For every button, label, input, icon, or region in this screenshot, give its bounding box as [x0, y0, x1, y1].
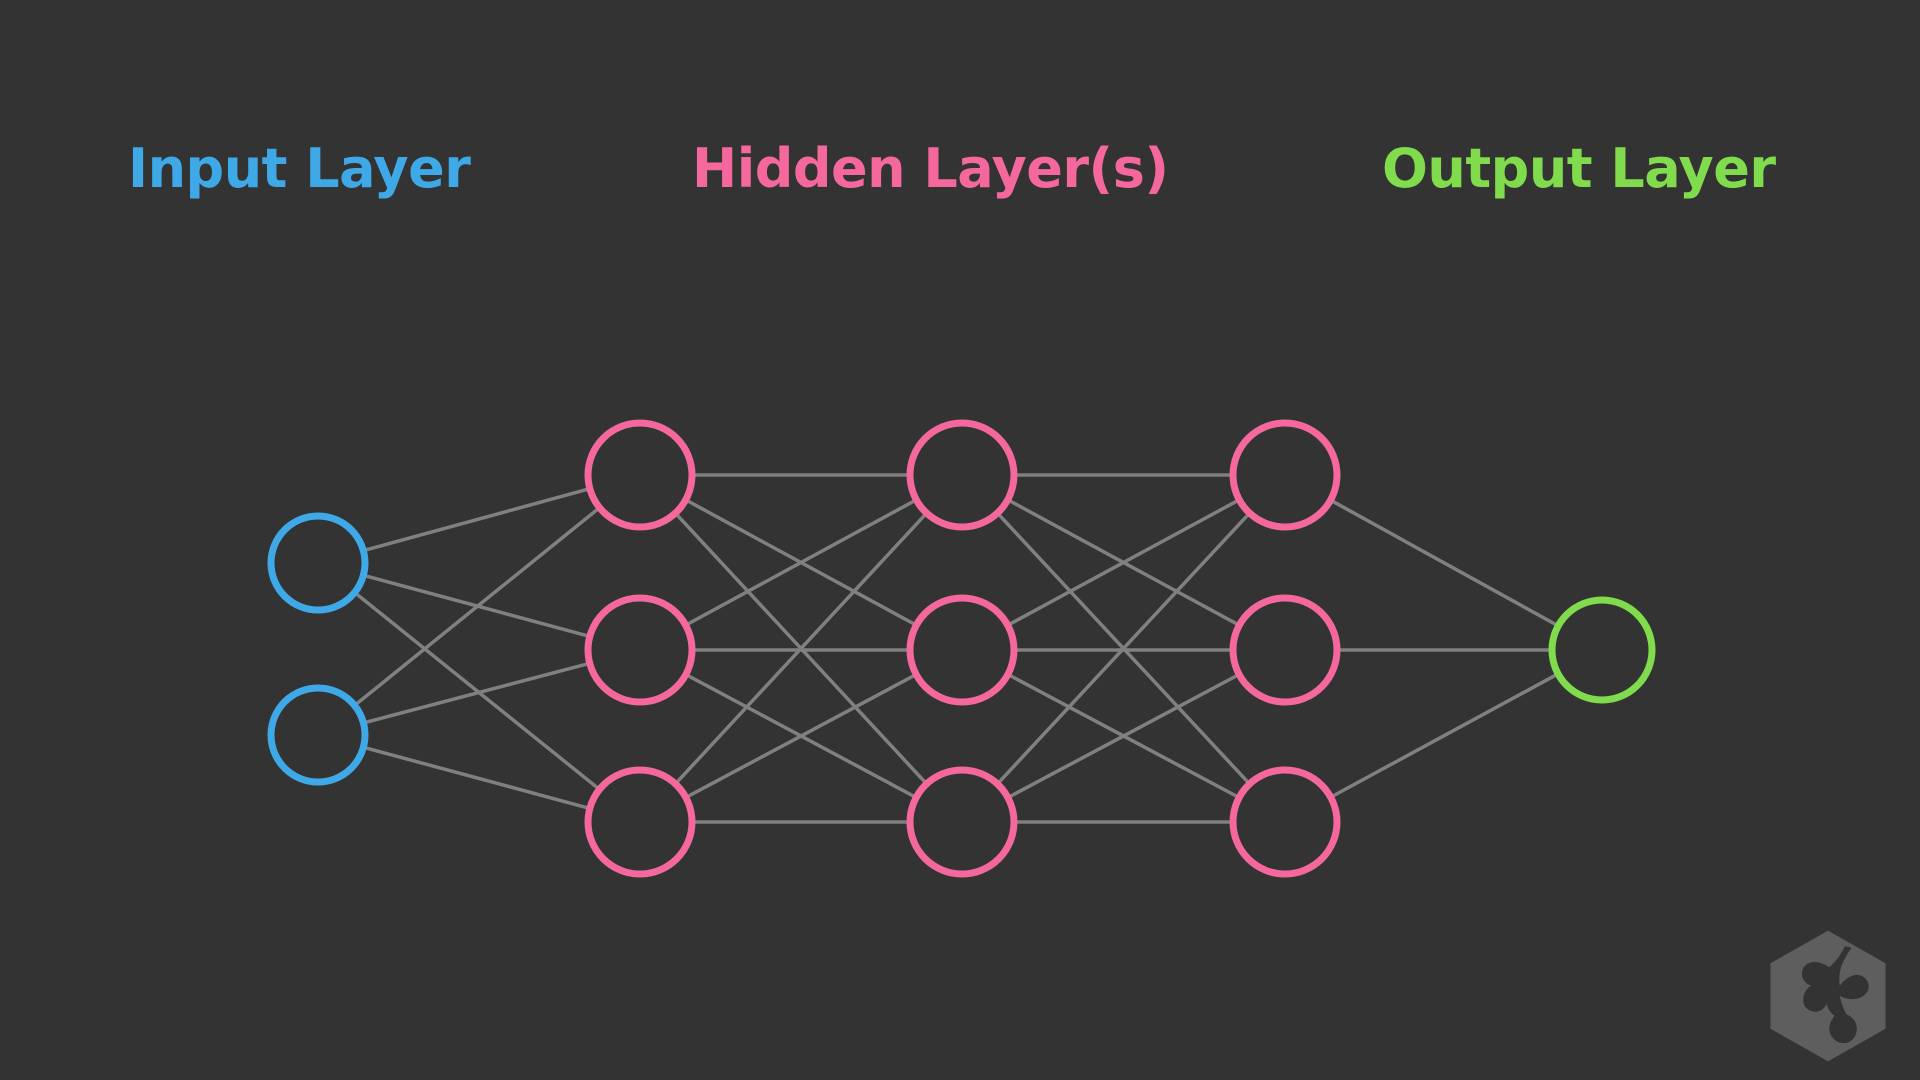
network-edge — [997, 513, 1250, 784]
network-edge — [354, 507, 600, 706]
network-edge — [364, 662, 590, 725]
edges-group — [354, 473, 1558, 824]
neuron-node-i1[interactable] — [267, 512, 369, 614]
network-edge — [363, 487, 590, 552]
network-edge — [686, 499, 916, 626]
network-edge — [364, 746, 590, 810]
network-edge — [354, 592, 600, 790]
neuron-node-o1[interactable] — [1548, 596, 1656, 704]
neuron-node-h3_3[interactable] — [1229, 766, 1341, 878]
nodes-group — [267, 419, 1656, 878]
network-edge — [1330, 499, 1558, 627]
network-edge — [1331, 673, 1558, 798]
network-edge — [1008, 499, 1239, 626]
neuron-node-h1_1[interactable] — [584, 419, 696, 531]
neuron-node-h1_2[interactable] — [584, 594, 696, 706]
neuron-node-h2_1[interactable] — [906, 419, 1018, 531]
output-layer-label: Output Layer — [1382, 137, 1776, 200]
hexagon-neuron-logo-icon — [1770, 930, 1886, 1062]
neuron-node-h1_3[interactable] — [584, 766, 696, 878]
input-layer-label: Input Layer — [128, 137, 471, 200]
neuron-node-h3_1[interactable] — [1229, 419, 1341, 531]
watermark-neuron-glyph — [1801, 946, 1869, 1044]
network-edge — [1008, 673, 1239, 799]
neuron-node-h3_2[interactable] — [1229, 594, 1341, 706]
neuron-node-h2_3[interactable] — [906, 766, 1018, 878]
hidden-layer-label: Hidden Layer(s) — [692, 137, 1169, 200]
neuron-node-h2_2[interactable] — [906, 594, 1018, 706]
network-edge — [686, 673, 916, 799]
network-edge — [675, 513, 927, 784]
neuron-node-i2[interactable] — [267, 684, 369, 786]
